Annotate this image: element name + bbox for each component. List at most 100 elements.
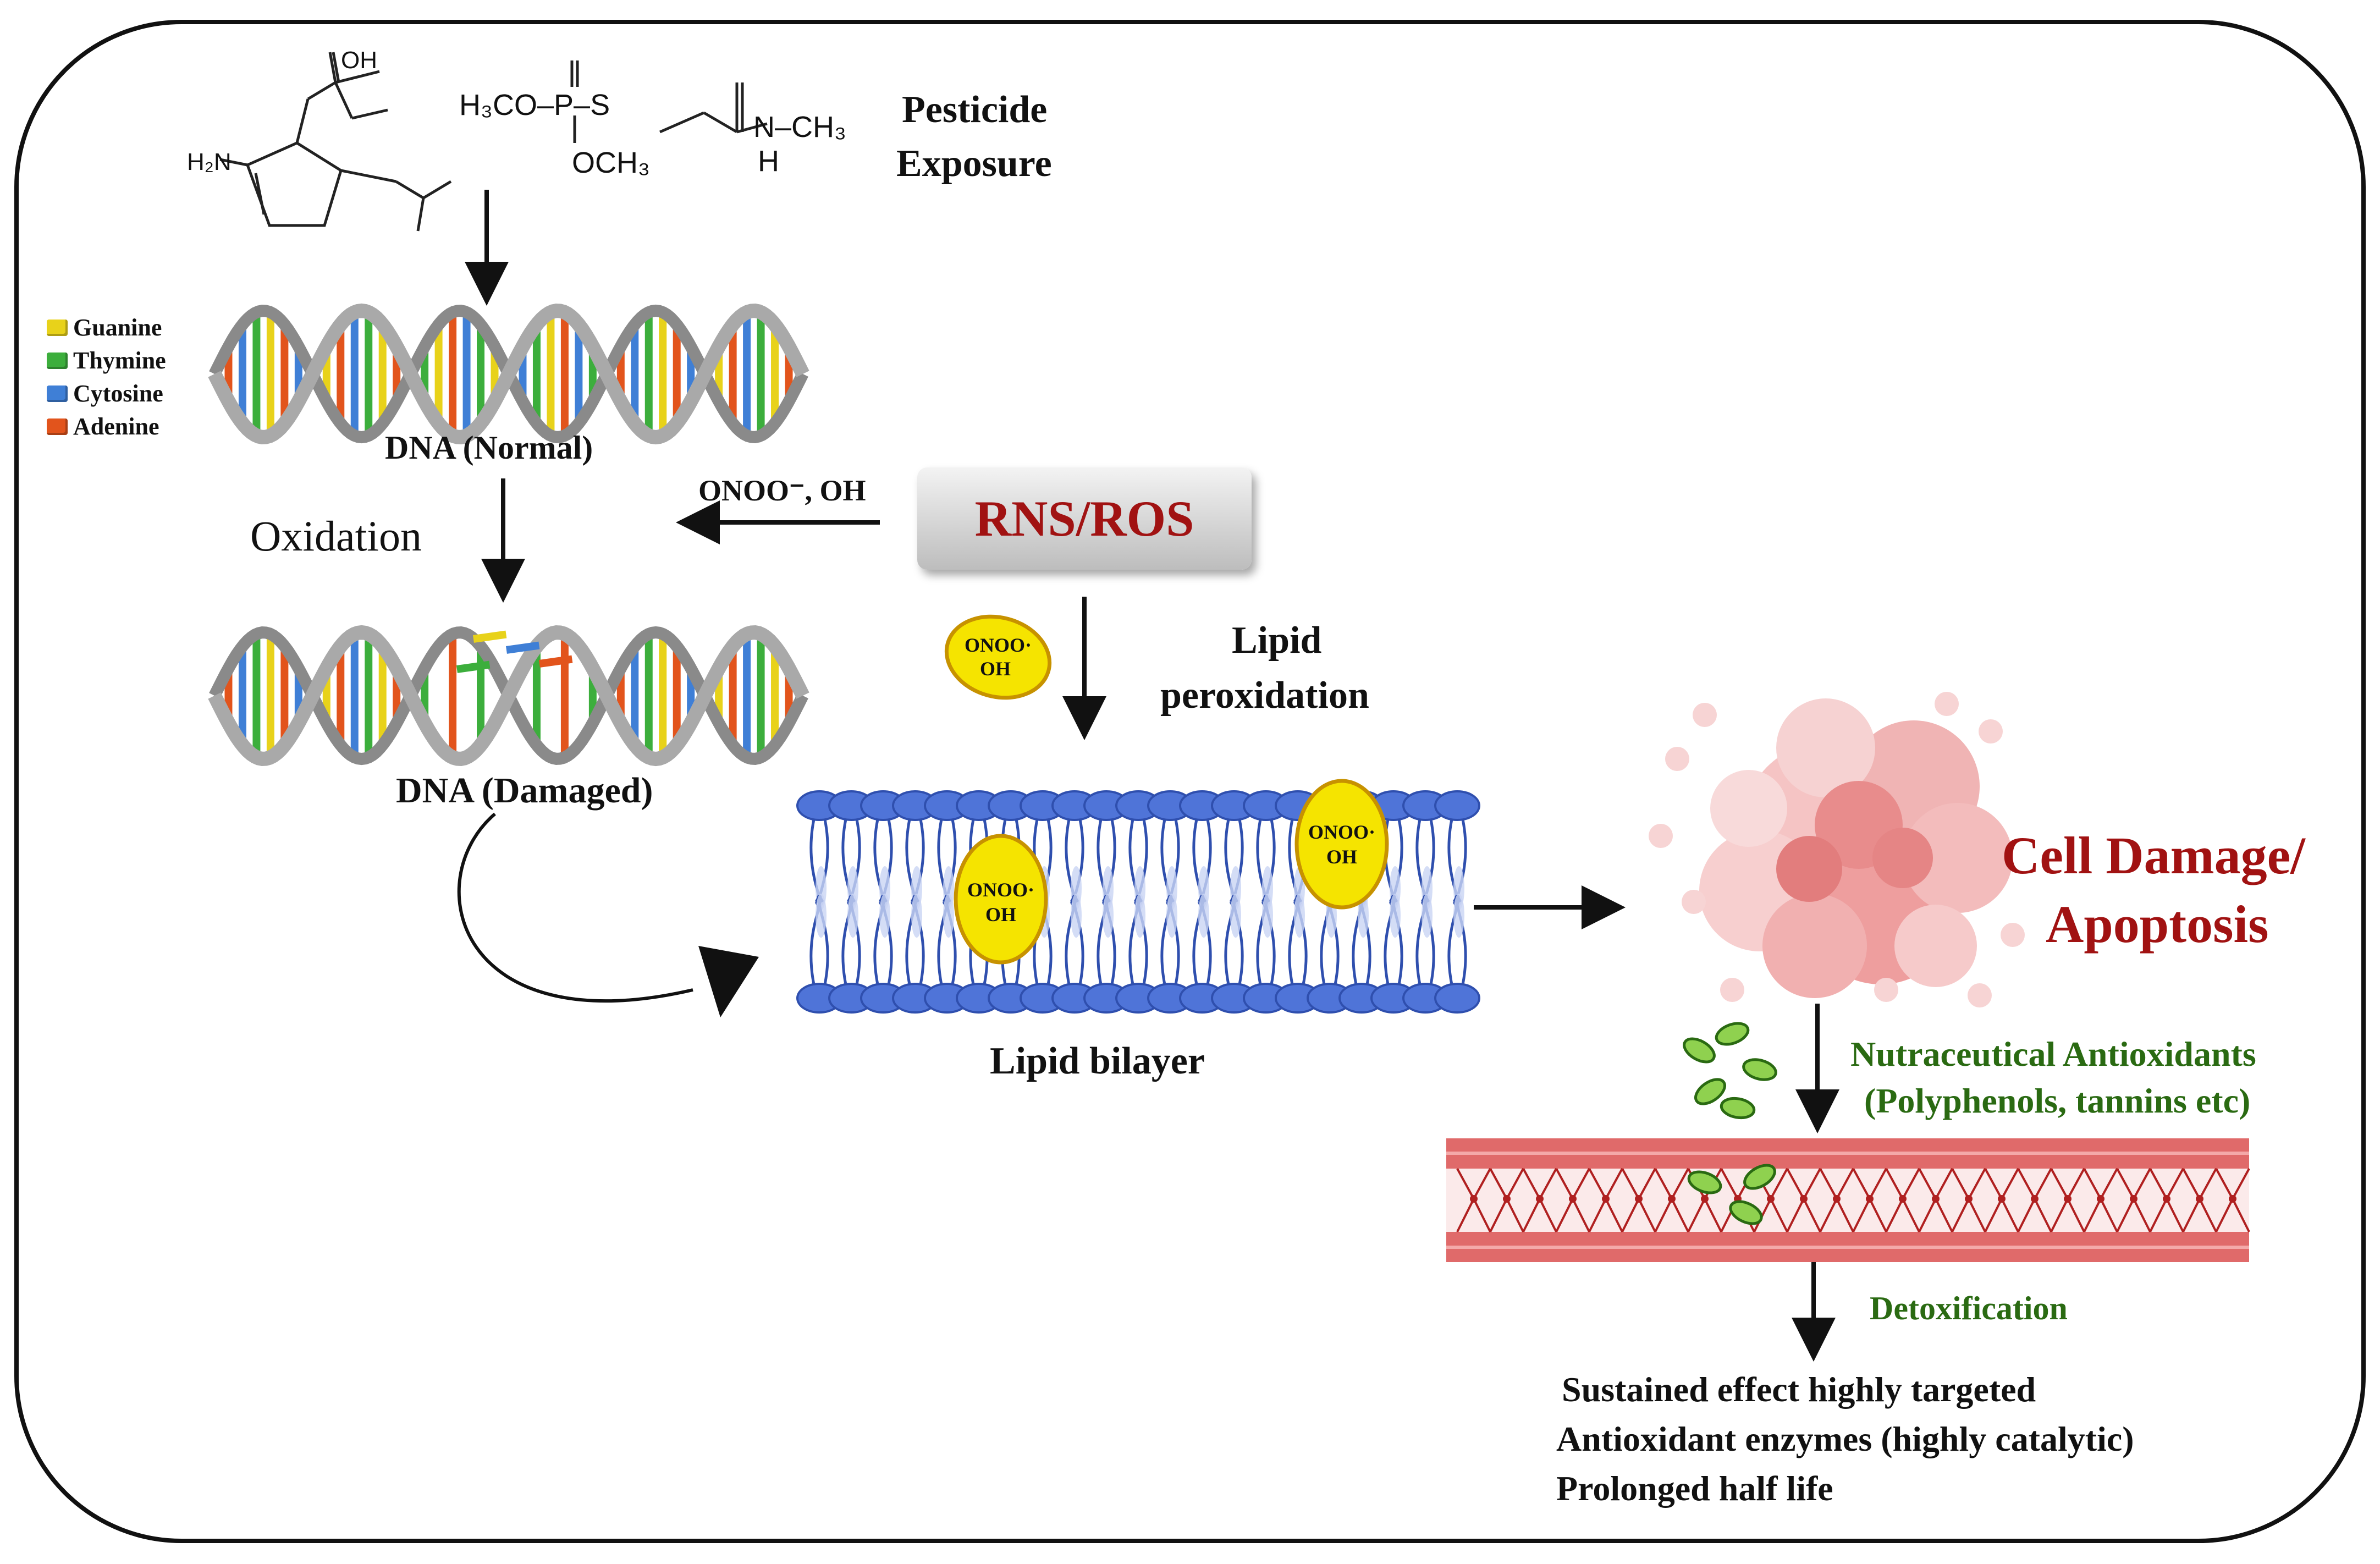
base-pair <box>266 312 274 436</box>
base-pair <box>365 634 373 758</box>
cell-fragment <box>1894 905 1977 987</box>
antioxidant-particle <box>1683 1037 1716 1064</box>
chemical-structure-1 <box>219 52 452 232</box>
chem2-och3-label: OCH₃ <box>572 146 650 179</box>
radical-oval-membrane-1: ONOO· OH <box>954 834 1048 965</box>
apoptotic-body <box>1935 692 1959 716</box>
base-pair <box>434 324 443 423</box>
base-pair <box>729 646 737 745</box>
chem1-nh2-label: H₂N <box>187 148 232 175</box>
lipid-peroxidation-line2: peroxidation <box>1160 674 1369 717</box>
base-pair <box>238 646 246 745</box>
legend-guanine: Guanine <box>47 313 162 342</box>
damaged-cell-cluster <box>1649 692 2025 1007</box>
base-pair <box>252 634 261 758</box>
cell-fragment <box>1776 698 1875 797</box>
vessel-node <box>1701 1195 1709 1203</box>
vessel-node <box>1536 1195 1544 1203</box>
vessel-node <box>1668 1195 1676 1203</box>
base-pair <box>631 324 639 423</box>
lipid-tail-shade <box>1071 894 1082 938</box>
base-pair <box>771 646 779 745</box>
rns-ros-box: RNS/ROS <box>917 467 1252 570</box>
phospholipid-head <box>1434 790 1480 821</box>
apoptotic-body <box>1682 890 1706 914</box>
base-pair <box>644 312 653 436</box>
vessel-node <box>1569 1195 1577 1203</box>
phospholipid-head <box>1434 983 1480 1014</box>
oxidation-label: Oxidation <box>250 512 422 560</box>
apoptotic-body <box>1979 719 2003 744</box>
pesticide-title-line1: Pesticide <box>902 89 1048 131</box>
base-pair <box>560 312 569 436</box>
benefit-3: Prolonged half life <box>1556 1469 1833 1508</box>
base-pair <box>659 634 667 758</box>
legend-adenine: Adenine <box>47 412 159 440</box>
lipid-tail-shade <box>1294 894 1305 938</box>
nutraceutical-line1: Nutraceutical Antioxidants <box>1850 1034 2256 1073</box>
broken-base-fragment <box>456 660 491 673</box>
nutraceutical-line2: (Polyphenols, tannins etc) <box>1864 1081 2251 1120</box>
antioxidant-particle <box>1694 1078 1726 1105</box>
vessel-node <box>1833 1195 1841 1203</box>
onoo-arrow-label: ONOO⁻, OH <box>698 474 866 507</box>
lipid-tail-shade <box>847 894 858 938</box>
chem2-h-label: H <box>758 145 779 178</box>
apoptotic-body <box>1720 978 1744 1002</box>
base-pair <box>631 646 639 745</box>
antioxidant-particle <box>1742 1058 1777 1081</box>
antioxidant-particle <box>1687 1170 1722 1194</box>
legend-swatch-adenine <box>47 418 68 435</box>
vessel-node <box>2064 1195 2072 1203</box>
radical-oval-membrane-2: ONOO· OH <box>1294 779 1389 910</box>
lipid-tail-shade <box>879 894 890 938</box>
outer-frame <box>14 20 2366 1543</box>
lipid-tail-shade <box>1358 894 1369 938</box>
vessel-node <box>1899 1195 1907 1203</box>
radical-m2-line1: ONOO· <box>1308 821 1375 843</box>
base-pair <box>729 324 737 423</box>
cell-fragment <box>1776 836 1842 902</box>
broken-base-fragment <box>505 641 540 654</box>
radical-oval-free: ONOO· OH <box>944 614 1052 700</box>
base-pair <box>757 634 765 758</box>
lipid-tail-shade <box>911 894 922 938</box>
legend-thymine: Thymine <box>47 346 166 375</box>
vessel-node <box>1965 1195 1973 1203</box>
apoptotic-body <box>1968 983 1992 1007</box>
cell-fragment <box>1762 894 1867 998</box>
lipid-tail-shade <box>1453 894 1464 938</box>
dna-damaged-label: DNA (Damaged) <box>396 770 653 811</box>
legend-label-thymine: Thymine <box>73 347 166 374</box>
radical-free-line2: OH <box>980 658 1011 680</box>
base-pair <box>757 312 765 436</box>
legend-swatch-guanine <box>47 319 68 336</box>
chemical-structure-2 <box>570 60 768 143</box>
arrow-dna-to-lipid-curved <box>457 812 693 1003</box>
cell-fragment <box>1710 770 1787 847</box>
radical-m1-line1: ONOO· <box>967 879 1034 901</box>
base-pair <box>532 324 541 423</box>
base-pair <box>477 646 485 745</box>
vessel-node <box>2196 1195 2203 1203</box>
chem1-oh-label: OH <box>341 47 377 74</box>
vessel-node <box>2163 1195 2170 1203</box>
vessel-node <box>1503 1195 1511 1203</box>
cell-damage-line1: Cell Damage/ <box>2002 826 2305 885</box>
vessel-node <box>2229 1195 2236 1203</box>
base-pair <box>771 324 779 423</box>
dna-normal-helix <box>208 303 809 445</box>
detoxification-label: Detoxification <box>1870 1290 2068 1326</box>
apoptotic-body <box>1649 824 1673 848</box>
lipid-tail-shade <box>1262 894 1273 938</box>
vessel-node <box>2031 1195 2039 1203</box>
lipid-tail-shade <box>943 894 954 938</box>
vessel-node <box>1932 1195 1940 1203</box>
base-pair <box>532 646 541 745</box>
lipid-tail-shade <box>1134 894 1145 938</box>
base-pair <box>449 312 457 436</box>
base-pair <box>644 634 653 758</box>
broken-base-fragment <box>473 630 507 643</box>
